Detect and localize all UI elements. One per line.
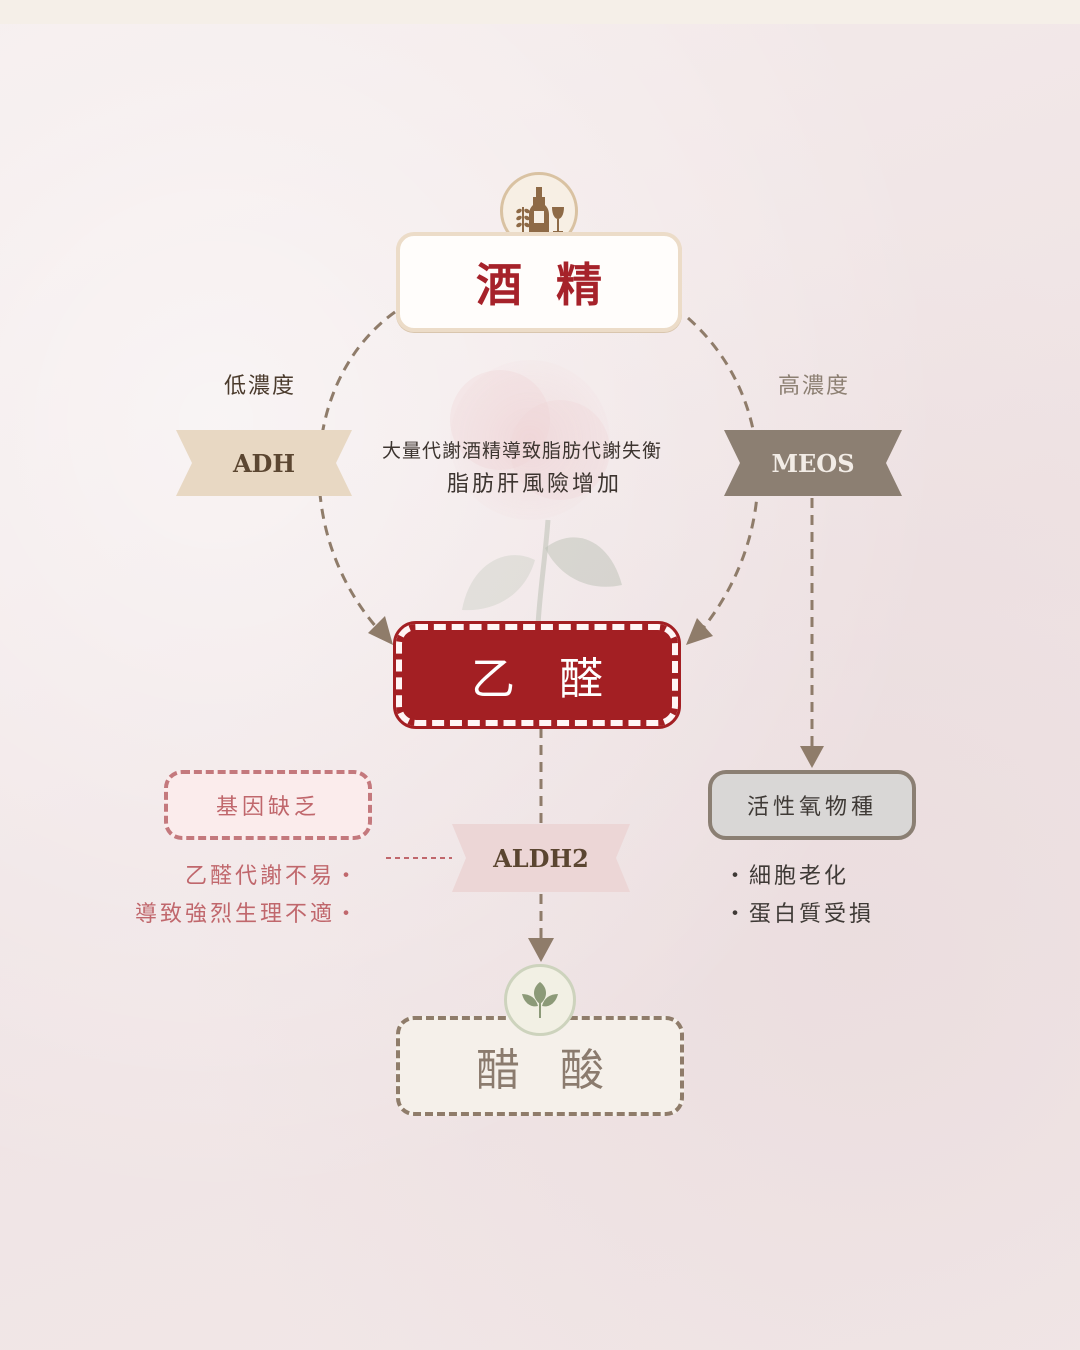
node-alcohol-label: 酒精	[476, 258, 636, 312]
ros-note-line1: ・細胞老化	[724, 864, 850, 889]
adh-ribbon-shape	[176, 430, 352, 496]
center-note-line2: 脂肪肝風險增加	[447, 472, 623, 497]
aldh2-ribbon-shape	[452, 824, 630, 892]
low-concentration-label: 低濃度	[224, 374, 297, 399]
node-alcohol: 酒精	[396, 232, 682, 332]
ros-label: 活性氧物種	[746, 795, 877, 820]
aldh2-label: ALDH2	[493, 843, 589, 873]
rose-decoration	[450, 360, 622, 626]
arrowhead-ros	[800, 746, 824, 768]
leaf-icon	[504, 964, 576, 1036]
meos-ribbon-shape	[724, 430, 902, 496]
gene-deficiency-label: 基因缺乏	[215, 795, 320, 820]
center-note-line1: 大量代謝酒精導致脂肪代謝失衡	[382, 440, 663, 462]
gene-note-line1: 乙醛代謝不易・	[184, 864, 360, 889]
node-acetaldehyde: 乙醛	[393, 621, 681, 729]
arrowhead-left	[368, 616, 393, 645]
ros-note-line2: ・蛋白質受損	[724, 902, 875, 927]
arrowhead-acetic	[528, 938, 554, 962]
node-acetic-acid-label: 醋酸	[476, 1045, 644, 1096]
arrowhead-right	[686, 618, 713, 645]
node-acetaldehyde-label: 乙醛	[471, 654, 647, 705]
ros-box: 活性氧物種	[708, 770, 916, 840]
top-band	[0, 0, 1080, 24]
adh-label: ADH	[232, 448, 296, 478]
meos-label: MEOS	[771, 448, 855, 478]
gene-note-line2: 導致強烈生理不適・	[134, 902, 360, 927]
high-concentration-label: 高濃度	[778, 374, 851, 399]
gene-deficiency-box: 基因缺乏	[164, 770, 372, 840]
